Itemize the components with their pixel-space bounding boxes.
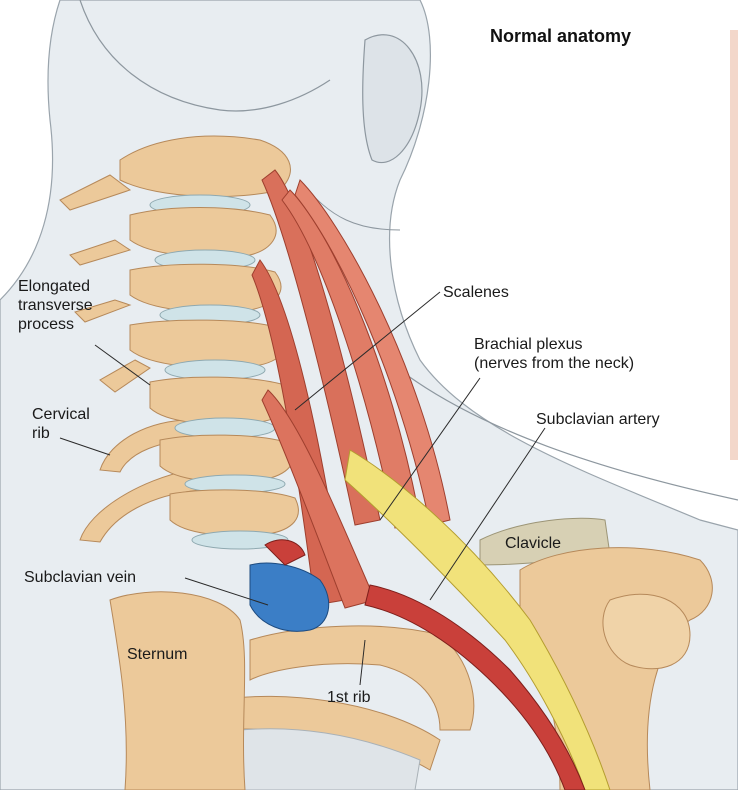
label-line: Cervical (32, 405, 90, 424)
label-first-rib: 1st rib (327, 688, 371, 707)
label-cervical-rib: Cervical rib (32, 405, 90, 443)
label-line: transverse (18, 296, 93, 315)
label-subclavian-artery: Subclavian artery (536, 410, 660, 429)
label-subclavian-vein: Subclavian vein (24, 568, 136, 587)
label-line: process (18, 315, 93, 334)
label-brachial-plexus: Brachial plexus (nerves from the neck) (474, 335, 634, 373)
right-divider (730, 30, 738, 460)
sternum-bone (110, 592, 245, 790)
label-elongated-transverse-process: Elongated transverse process (18, 277, 93, 334)
label-line: rib (32, 424, 90, 443)
label-scalenes: Scalenes (443, 283, 509, 302)
label-clavicle: Clavicle (505, 534, 561, 553)
label-line: Brachial plexus (474, 335, 634, 354)
label-line: Elongated (18, 277, 93, 296)
diagram-title: Normal anatomy (490, 26, 631, 47)
label-line: (nerves from the neck) (474, 354, 634, 373)
label-sternum: Sternum (127, 645, 187, 664)
